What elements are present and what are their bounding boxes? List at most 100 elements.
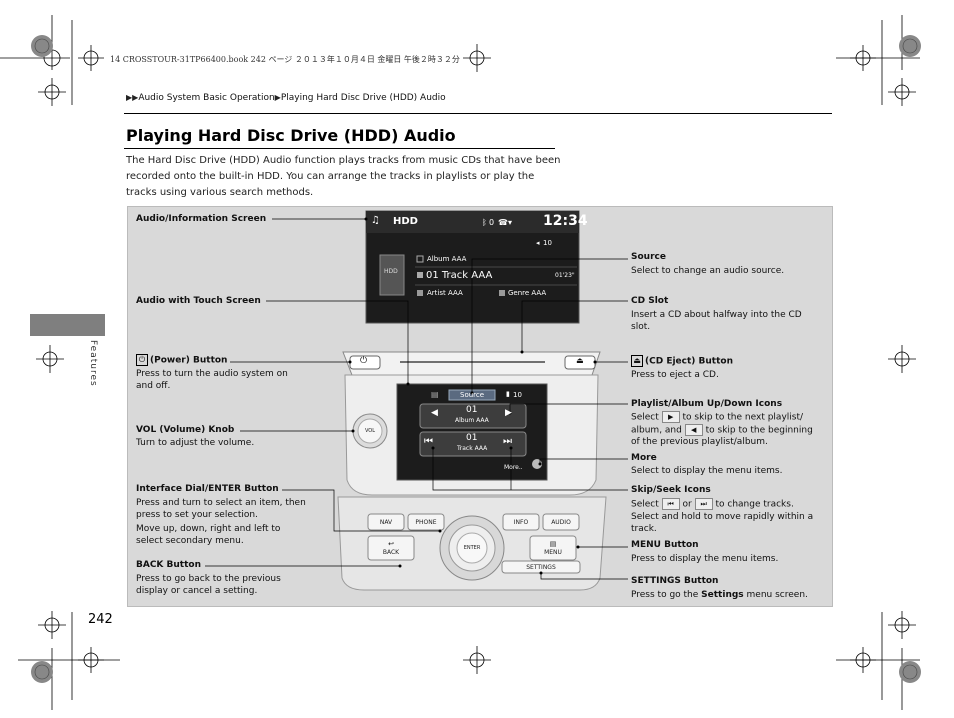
phone-label[interactable]: PHONE — [415, 519, 437, 526]
leader-lines — [205, 218, 628, 580]
touch-album-number: 01 — [466, 405, 478, 415]
screen-source: HDD — [393, 216, 418, 227]
screen-clock: 12:34 — [543, 213, 588, 229]
music-note-icon: ♫ — [371, 215, 380, 226]
leader-dots — [348, 217, 597, 575]
callout-interface-title: Interface Dial/ENTER Button — [136, 484, 279, 494]
menu-icon[interactable]: ▤ — [549, 540, 557, 548]
header-rule — [124, 113, 832, 114]
callout-back-desc: Press to go back to the previous display… — [136, 574, 281, 596]
vol-knob-label[interactable]: VOL — [364, 428, 376, 434]
breadcrumb-item[interactable]: Audio System Basic Operation — [138, 93, 275, 103]
status-count: 0 — [489, 218, 495, 227]
callout-touch-screen: Audio with Touch Screen — [136, 296, 261, 306]
info-label[interactable]: INFO — [513, 519, 529, 526]
callout-vol-title: VOL (Volume) Knob — [136, 425, 235, 435]
settings-label[interactable]: SETTINGS — [526, 564, 556, 571]
callout-settings-title: SETTINGS Button — [631, 576, 719, 586]
breadcrumb: ▶▶Audio System Basic Operation▶Playing H… — [126, 93, 446, 103]
intro-paragraph: The Hard Disc Drive (HDD) Audio function… — [126, 155, 561, 198]
callout-cd-slot-title: CD Slot — [631, 296, 669, 306]
album-up-icon[interactable]: ▶ — [505, 408, 512, 418]
enter-label[interactable]: ENTER — [463, 545, 481, 551]
album-art-label: HDD — [384, 268, 398, 275]
skip-forward-icon: ⏭ — [694, 498, 713, 510]
artist-icon — [417, 290, 423, 296]
callout-more-title: More — [631, 453, 657, 463]
cd-slot-bezel — [342, 351, 601, 376]
eject-icon: ⏏ — [631, 355, 643, 367]
back-arrow-icon[interactable]: ↩ — [388, 540, 394, 548]
skip-forward-icon[interactable]: ⏭ — [503, 436, 512, 447]
callout-playlist-desc: Select ▶ to skip to the next playlist/ a… — [631, 411, 813, 447]
print-header: 14 CROSSTOUR-31TP66400.book 242 ページ ２０１３… — [110, 55, 460, 64]
callout-interface-desc1: Press and turn to select an item, then p… — [136, 498, 306, 520]
eject-icon[interactable]: ⏏ — [576, 356, 584, 365]
play-left-icon: ◀ — [684, 423, 703, 436]
callout-playlist-title: Playlist/Album Up/Down Icons — [631, 399, 783, 409]
volume-icon: ◂ — [536, 239, 540, 247]
callout-source-desc: Select to change an audio source. — [631, 266, 785, 276]
callout-skip-desc: Select ⏮ or ⏭ to change tracks. Select a… — [631, 498, 814, 534]
album-art — [379, 254, 405, 296]
menu-button — [529, 535, 577, 561]
album-selector — [419, 403, 527, 429]
track-icon — [417, 272, 423, 278]
touch-volume-icon: ▮ — [506, 390, 510, 398]
callout-more-desc: Select to display the menu items. — [631, 466, 783, 476]
callout-source-title: Source — [631, 252, 666, 262]
nav-label[interactable]: NAV — [379, 519, 393, 526]
back-button — [367, 535, 415, 561]
screen-artist: Artist AAA — [427, 289, 463, 297]
callout-skip-title: Skip/Seek Icons — [631, 485, 711, 495]
audio-button — [542, 513, 580, 531]
touch-more-label[interactable]: More.. — [504, 464, 523, 471]
more-button — [532, 459, 542, 469]
album-icon — [416, 255, 424, 263]
screen-header-bar — [366, 211, 579, 233]
play-right-icon: ▶ — [661, 411, 680, 423]
touch-track-number: 01 — [466, 433, 478, 443]
breadcrumb-arrow-icon: ▶ — [274, 93, 281, 102]
touch-source-label[interactable]: Source — [460, 391, 485, 399]
breadcrumb-arrow-icon: ▶▶ — [126, 93, 139, 102]
screen-volume: 10 — [543, 239, 552, 247]
callout-power-title: ⏻(Power) Button — [136, 354, 227, 367]
page-title: Playing Hard Disc Drive (HDD) Audio — [126, 126, 456, 145]
title-rule — [124, 148, 555, 149]
breadcrumb-item[interactable]: Playing Hard Disc Drive (HDD) Audio — [280, 93, 446, 103]
screen-track: 01 Track AAA — [426, 270, 493, 281]
skip-back-icon[interactable]: ⏮ — [424, 436, 433, 447]
screen-genre: Genre AAA — [508, 289, 547, 297]
section-label: Features — [88, 340, 98, 387]
screen-album: Album AAA — [427, 255, 467, 263]
album-down-icon[interactable]: ◀ — [431, 408, 438, 418]
callout-settings-desc: Press to go the Settings menu screen. — [631, 590, 808, 600]
callout-eject-desc: Press to eject a CD. — [631, 370, 719, 380]
callout-eject-title: ⏏(CD Eject) Button — [631, 355, 733, 368]
callout-audio-info-screen: Audio/Information Screen — [136, 214, 267, 224]
power-icon: ⏻ — [136, 354, 148, 366]
audio-label[interactable]: AUDIO — [551, 519, 571, 526]
callout-menu-desc: Press to display the menu items. — [631, 554, 779, 564]
bluetooth-icon: ᛒ — [482, 218, 487, 227]
touch-track-name: Track AAA — [457, 445, 488, 452]
screen-elapsed: 01'23" — [555, 272, 575, 279]
phone-button — [407, 513, 445, 531]
genre-icon — [499, 290, 505, 296]
menu-label[interactable]: MENU — [544, 549, 562, 556]
callout-back-title: BACK Button — [136, 560, 201, 570]
power-icon[interactable]: ⏻ — [360, 356, 368, 366]
list-icon[interactable]: ▤ — [431, 390, 439, 399]
nav-button — [367, 513, 405, 531]
back-label[interactable]: BACK — [382, 549, 400, 556]
section-tab — [30, 314, 105, 336]
page-number: 242 — [88, 612, 113, 627]
callout-vol-desc: Turn to adjust the volume. — [136, 438, 255, 448]
touch-volume: 10 — [513, 391, 522, 399]
callout-menu-title: MENU Button — [631, 540, 699, 550]
touch-album-name: Album AAA — [455, 417, 489, 424]
skip-back-icon: ⏮ — [661, 498, 680, 510]
